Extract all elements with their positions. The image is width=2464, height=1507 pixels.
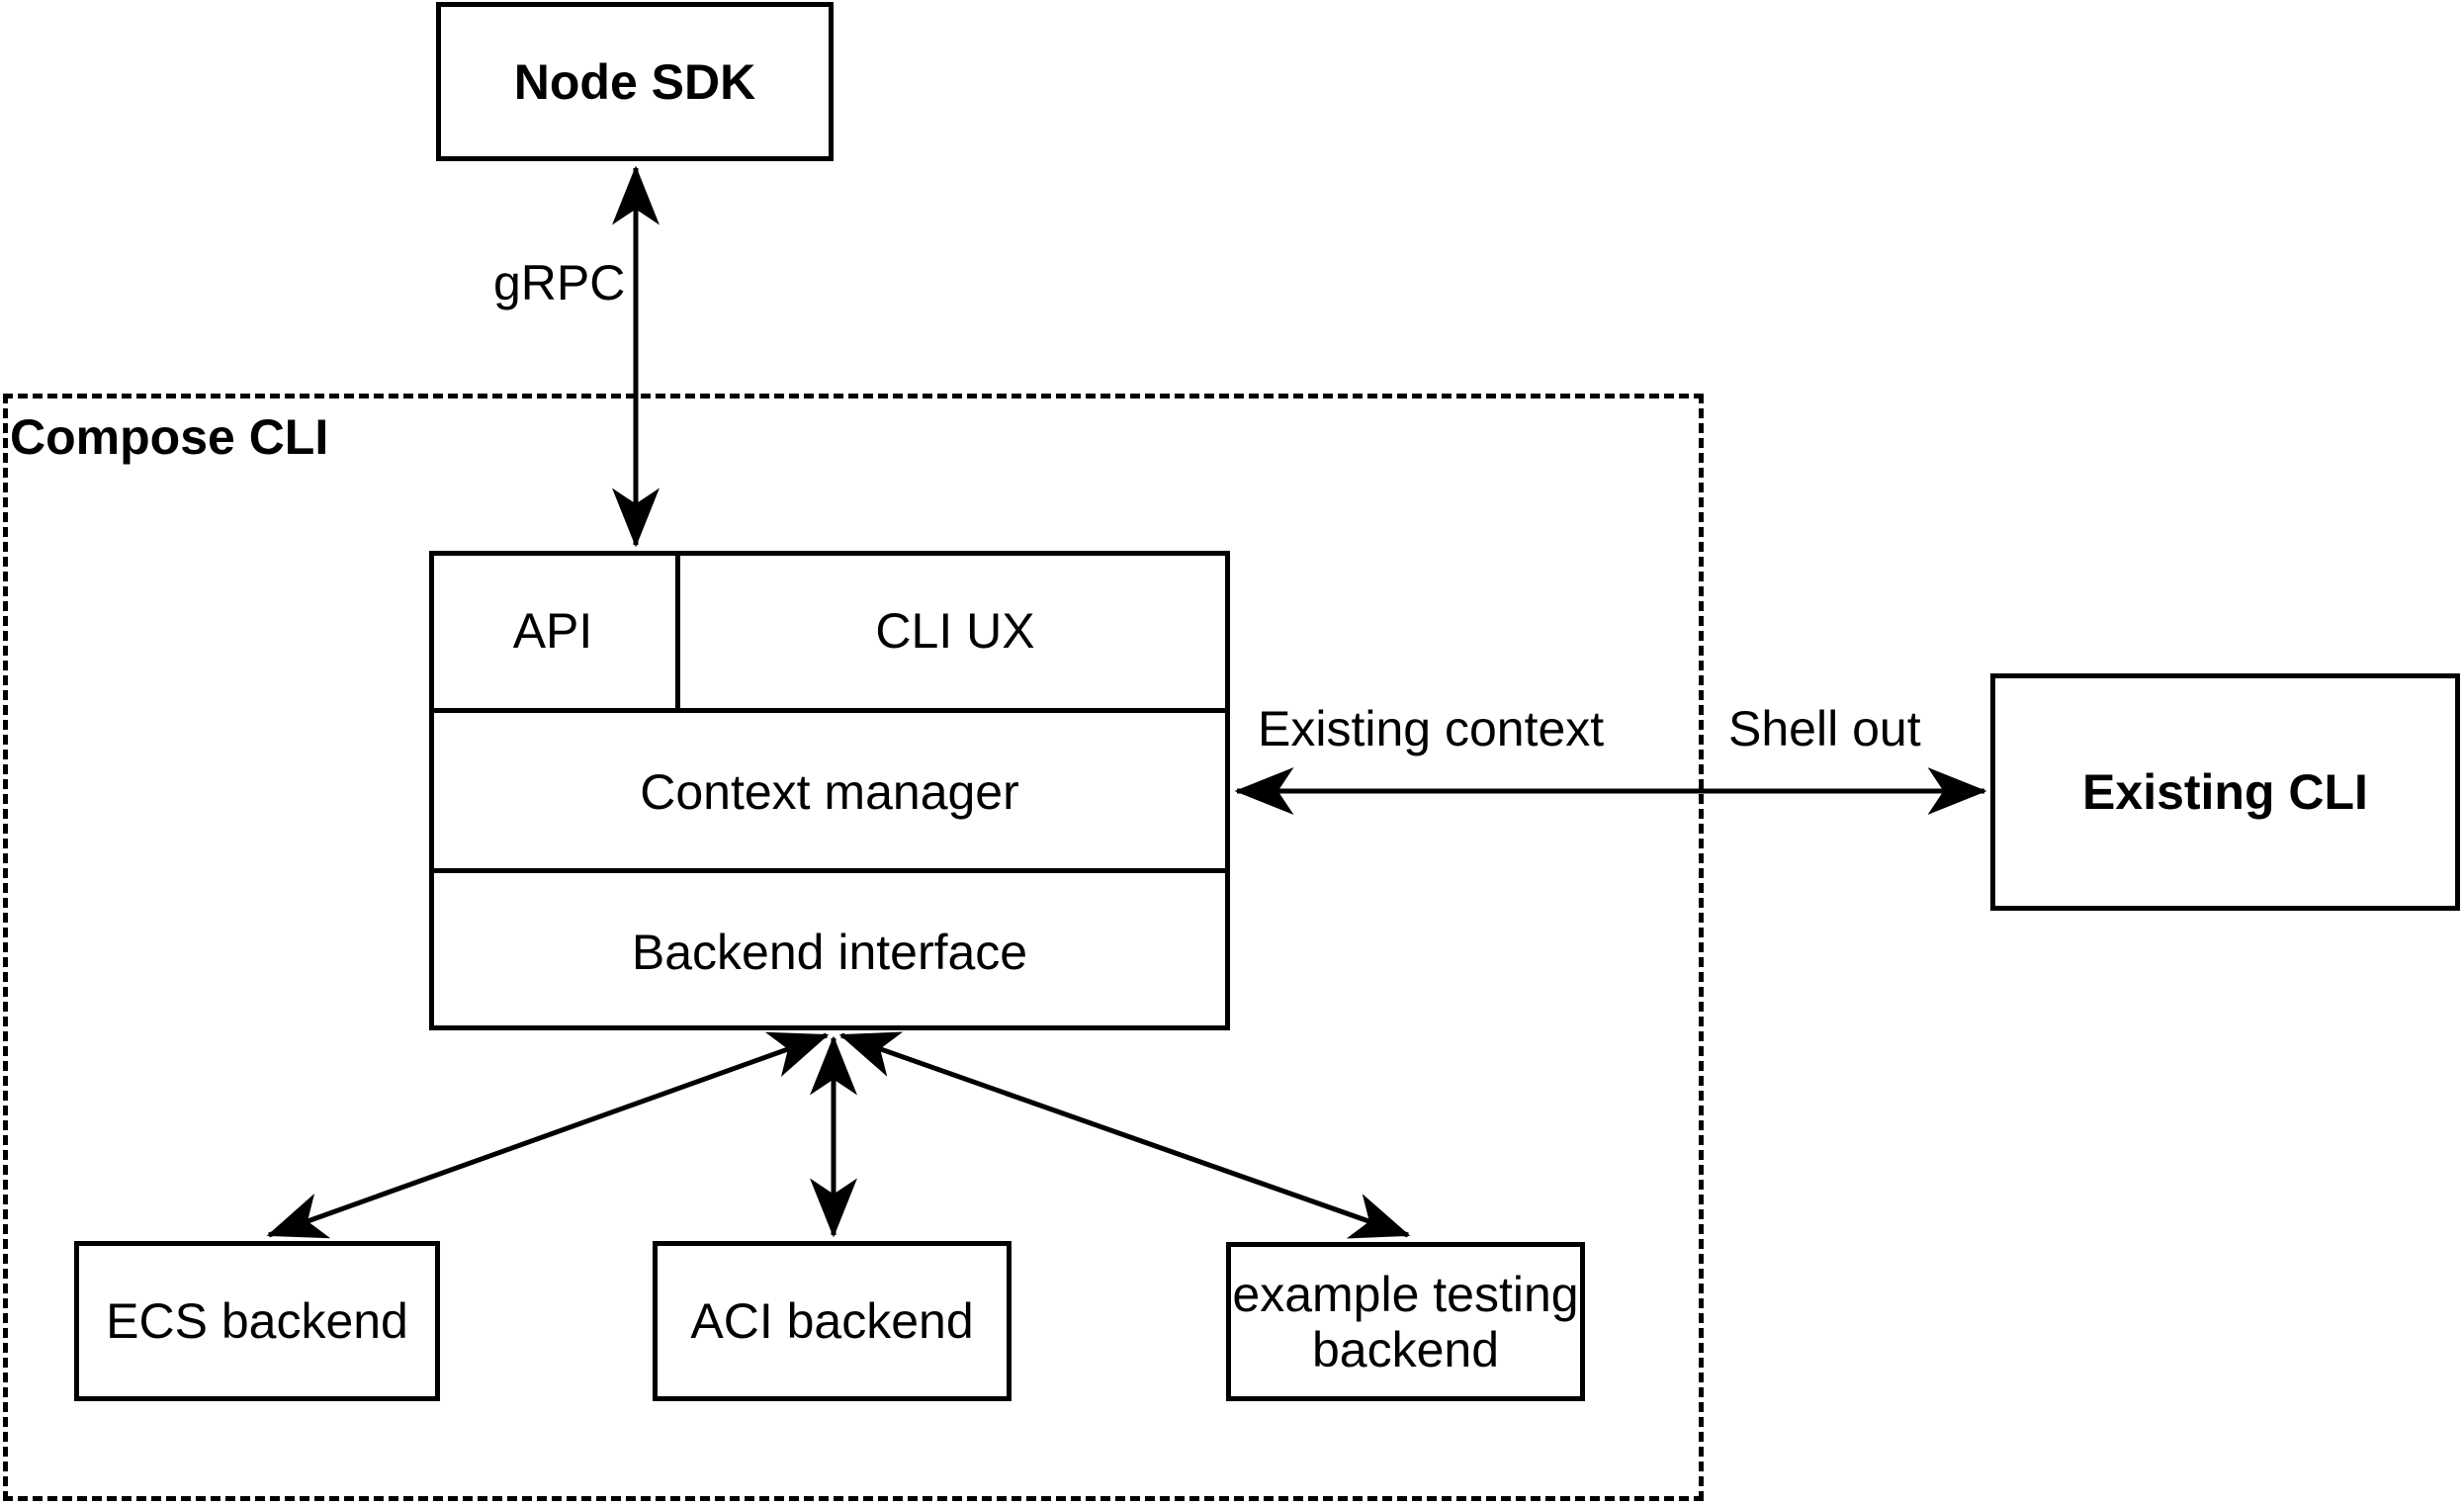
edge-backend-to-example-testing [838, 1031, 1411, 1239]
ecs-backend-box[interactable]: ECS backend [74, 1241, 440, 1401]
stack-divider-api-cliux [675, 551, 680, 711]
api-cell[interactable]: API [512, 603, 593, 659]
backend-interface-cell[interactable]: Backend interface [631, 924, 1028, 980]
stack-divider-row2 [429, 868, 1230, 873]
existing-cli-box[interactable]: Existing CLI [1990, 673, 2460, 911]
existing-context-edge-label: Existing context [1254, 700, 1609, 757]
shell-out-edge-label: Shell out [1724, 700, 1925, 757]
compose-cli-group-box [3, 394, 1704, 1501]
compose-cli-group-label: Compose CLI [10, 409, 329, 465]
edge-backend-to-ecs [266, 1031, 830, 1239]
context-manager-cell[interactable]: Context manager [640, 764, 1019, 820]
node-sdk-box[interactable]: Node SDK [436, 2, 834, 161]
compose-cli-stack-frame [429, 551, 1230, 1030]
stack-divider-row1 [429, 708, 1230, 713]
aci-backend-box[interactable]: ACI backend [653, 1241, 1012, 1401]
cli-ux-cell[interactable]: CLI UX [875, 603, 1035, 659]
example-testing-backend-label-line1: example testing [1232, 1266, 1579, 1322]
example-testing-backend-box[interactable]: example testing backend [1226, 1242, 1585, 1401]
grpc-edge-label: gRPC [489, 254, 630, 311]
example-testing-backend-label-line2: backend [1311, 1321, 1500, 1377]
